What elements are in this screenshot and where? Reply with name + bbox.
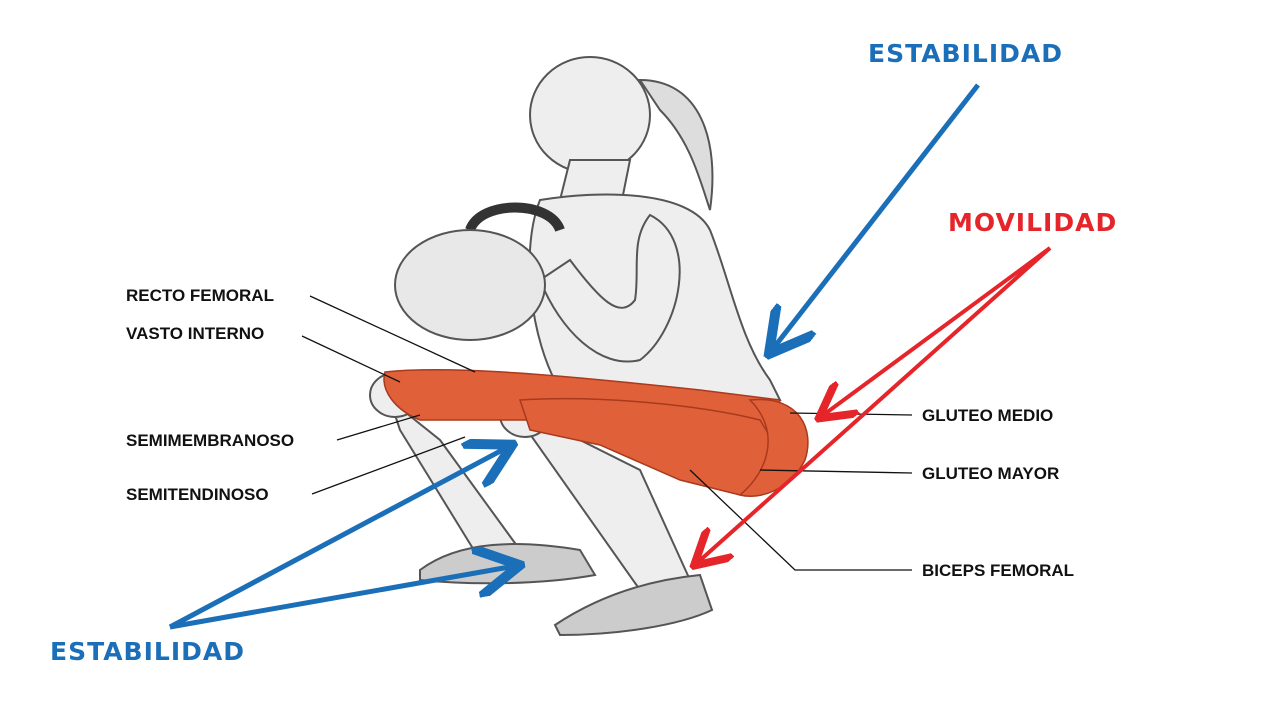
label-gluteo-medio: GLUTEO MEDIO xyxy=(922,406,1053,425)
arm xyxy=(538,213,681,363)
ponytail xyxy=(638,78,714,211)
stability-arrows-bottom xyxy=(168,447,515,630)
stability-heading-bottom: ESTABILIDAD xyxy=(50,637,245,666)
back-shin xyxy=(387,397,522,562)
gluteus xyxy=(738,398,809,497)
stability-arrow-top xyxy=(772,83,980,350)
head xyxy=(529,56,651,174)
label-recto-femoral: RECTO FEMORAL xyxy=(126,286,274,305)
kettlebell-handle xyxy=(465,202,565,233)
mobility-arrows xyxy=(697,246,1052,563)
label-semitendinoso: SEMITENDINOSO xyxy=(126,485,269,504)
label-gluteo-mayor: GLUTEO MAYOR xyxy=(922,464,1059,483)
label-biceps-femoral: BICEPS FEMORAL xyxy=(922,561,1074,580)
squatting-woman-figure xyxy=(369,56,782,637)
label-semimembranoso: SEMIMEMBRANOSO xyxy=(126,431,294,450)
stability-heading-top: ESTABILIDAD xyxy=(868,39,1063,68)
front-shoe xyxy=(553,573,714,637)
mobility-heading: MOVILIDAD xyxy=(948,208,1117,237)
highlighted-muscles xyxy=(383,368,809,497)
kettlebell xyxy=(394,229,546,341)
label-vasto-interno: VASTO INTERNO xyxy=(126,324,264,343)
